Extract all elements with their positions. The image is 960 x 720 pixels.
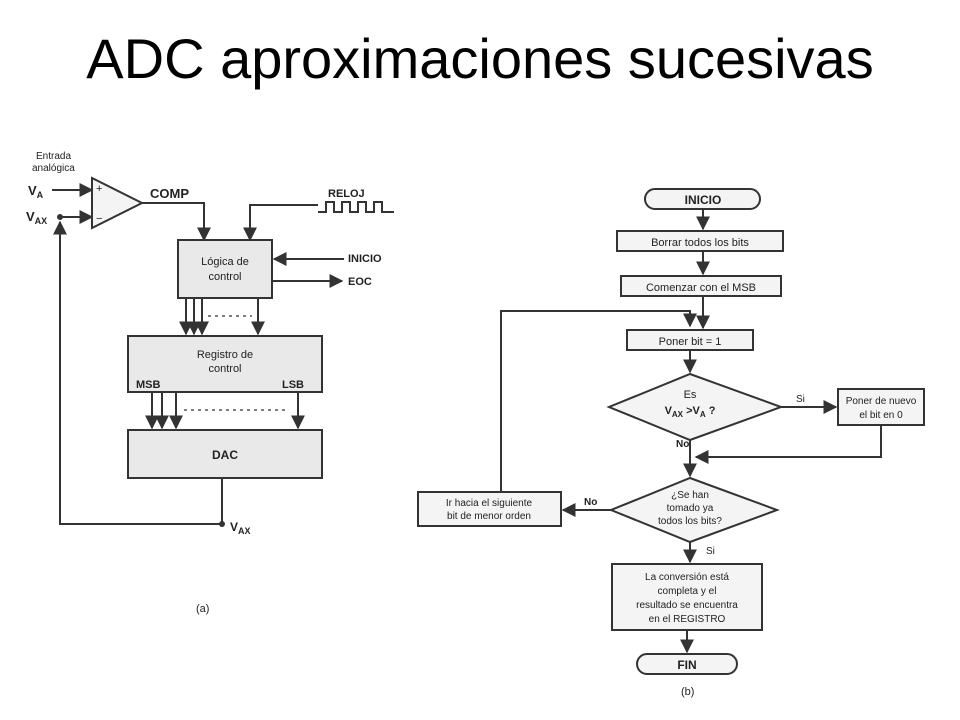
decision2-line2: tomado ya	[667, 503, 714, 514]
decision2-line1: ¿Se han	[671, 490, 709, 501]
dac-block	[127, 429, 323, 479]
comparator-symbol	[91, 176, 145, 230]
flow-clear-bits	[616, 230, 784, 252]
result-line-4: en el REGISTRO	[649, 614, 726, 625]
comp-output-wire	[142, 202, 211, 242]
flow-reset-bit	[837, 388, 925, 426]
comp-plus-sign: +	[96, 183, 102, 195]
control-logic-block	[177, 239, 273, 299]
control-logic-label-2: control	[208, 271, 241, 283]
yes2-label: Si	[706, 546, 715, 557]
clock-label: RELOJ	[328, 188, 365, 200]
analogica-label: analógica	[32, 163, 75, 174]
flow-clear-label: Borrar todos los bits	[651, 237, 749, 249]
flow-begin-label: Comenzar con el MSB	[646, 282, 756, 294]
caption-b: (b)	[681, 686, 694, 698]
result-line-2: completa y el	[658, 586, 717, 597]
flow-end-terminator	[636, 653, 738, 675]
msb-label: MSB	[136, 379, 161, 391]
entrada-label: Entrada	[36, 151, 71, 162]
inicio-signal-label: INICIO	[348, 253, 382, 265]
no1-label: No	[676, 439, 689, 450]
flow-begin-msb	[620, 275, 782, 297]
control-register-block	[127, 335, 323, 393]
va-input-label: VA	[28, 183, 44, 200]
vax-junction	[57, 214, 63, 220]
result-line-3: resultado se encuentra	[636, 600, 738, 611]
flow-result	[611, 563, 763, 631]
eoc-signal-label: EOC	[348, 276, 372, 288]
lsb-label: LSB	[282, 379, 304, 391]
flow-arrow-merge	[694, 425, 882, 464]
control-logic-label-1: Lógica de	[201, 256, 249, 268]
vax-input-label: VAX	[26, 209, 47, 226]
clock-wire	[243, 204, 318, 242]
no2-label: No	[584, 497, 597, 508]
vax-feedback-wire	[53, 220, 222, 525]
yes1-label: Si	[796, 394, 805, 405]
result-line-1: La conversión está	[645, 572, 729, 583]
decision1-line2: VAX >VA ?	[665, 405, 716, 419]
dac-label: DAC	[212, 448, 238, 462]
flowchart-b: INICIO Borrar todos los bits Comenzar co…	[417, 188, 925, 698]
clock-waveform	[318, 201, 394, 213]
flow-set-bit-label: Poner bit = 1	[659, 336, 722, 348]
block-diagram-a: Entrada analógica VA VAX + − COMP RELOJ …	[26, 151, 394, 615]
flow-next-bit	[417, 491, 562, 527]
comp-minus-sign: −	[96, 213, 102, 225]
flow-start-label: INICIO	[685, 193, 722, 207]
decision1-line1: Es	[684, 389, 697, 401]
vax-output-label: VAX	[230, 520, 251, 536]
next-bit-label-2: bit de menor orden	[447, 511, 531, 522]
register-label-1: Registro de	[197, 349, 253, 361]
flow-loop-back	[500, 310, 697, 492]
next-bit-label-1: Ir hacia el siguiente	[446, 498, 533, 509]
caption-a: (a)	[196, 603, 209, 615]
reset-label-1: Poner de nuevo	[846, 396, 917, 407]
flow-end-label: FIN	[677, 658, 696, 672]
register-label-2: control	[208, 363, 241, 375]
slide-title: ADC aproximaciones sucesivas	[86, 27, 874, 90]
decision2-line3: todos los bits?	[658, 516, 722, 527]
reset-label-2: el bit en 0	[859, 410, 903, 421]
comp-label: COMP	[150, 186, 189, 201]
